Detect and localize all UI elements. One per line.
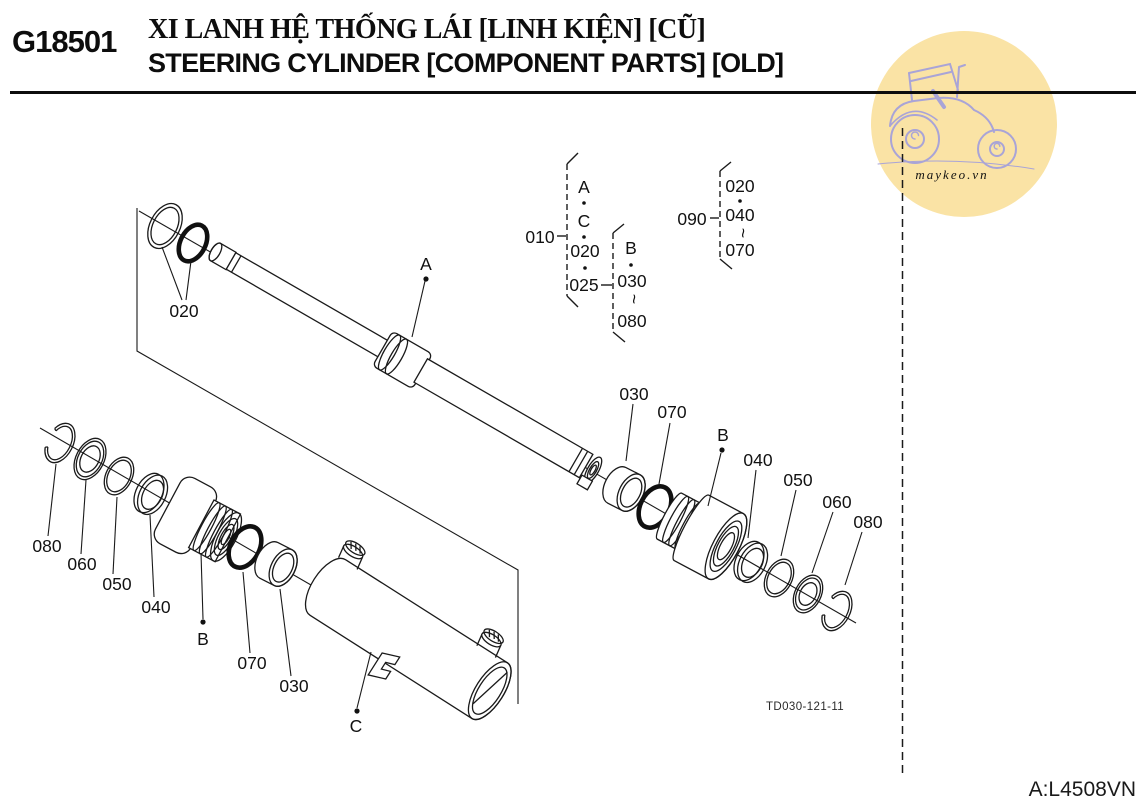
callout-group-090: 090 020 040 ~ 070 — [677, 161, 755, 270]
rod-end-tab — [576, 474, 594, 491]
seal-060-left — [73, 437, 107, 481]
callout-label-090: 090 — [677, 209, 706, 229]
o-ring-070-left — [226, 524, 264, 570]
ref-dot-A — [423, 276, 429, 282]
callout-label-010: 010 — [525, 227, 554, 247]
reference-plane-outline — [136, 208, 519, 704]
port-boss-1 — [337, 540, 366, 570]
page-title-vietnamese: XI LANH HỆ THỐNG LÁI [LINH KIỆN] [CŨ] — [148, 14, 706, 45]
drawing-ref: TD030-121-11 — [766, 701, 844, 713]
label-050-right: 050 — [783, 470, 812, 490]
label-050-left: 050 — [102, 574, 131, 594]
label-040-right: 040 — [743, 450, 772, 470]
snap-ring-080-left — [44, 422, 76, 464]
label-060-right: 060 — [822, 492, 851, 512]
label-060-left: 060 — [67, 554, 96, 574]
seal-060-right — [792, 574, 824, 614]
bushing-030-left — [254, 541, 298, 587]
callout-item: 020 — [725, 176, 754, 196]
watermark-logo: maykeo.vn — [871, 31, 1057, 217]
leader-lines — [47, 246, 863, 714]
tractor-icon — [877, 62, 1035, 170]
callout-item: 020 — [570, 241, 599, 261]
label-B-left: B — [197, 629, 209, 649]
callout-item: 040 — [725, 205, 754, 225]
label-030-right: 030 — [619, 384, 648, 404]
watermark-text: maykeo.vn — [915, 167, 988, 182]
label-030-left: 030 — [279, 676, 308, 696]
callout-item: A — [578, 177, 590, 197]
callout-group-025-sub: B 030 ~ 080 — [601, 223, 647, 343]
ref-dot-B-right — [719, 447, 725, 453]
snap-ring-080-right — [821, 590, 853, 632]
label-A: A — [420, 254, 432, 274]
label-C: C — [350, 716, 363, 736]
ref-dot-B-left — [200, 619, 206, 625]
callout-item: B — [625, 238, 637, 258]
cylinder-gland-right — [655, 492, 748, 581]
ring-050-left — [103, 456, 135, 496]
cylinder-gland-left — [153, 476, 243, 563]
port-boss-2 — [476, 628, 504, 658]
callout-item: 080 — [617, 311, 646, 331]
label-080-right: 080 — [853, 512, 882, 532]
header-rule — [10, 91, 1136, 94]
label-040-left: 040 — [141, 597, 170, 617]
page-title-english: STEERING CYLINDER [COMPONENT PARTS] [OLD… — [148, 48, 784, 78]
wiper-ring-020 — [147, 202, 183, 250]
ref-dot-C — [354, 708, 360, 714]
callout-item: 030 — [617, 271, 646, 291]
callout-range-tilde: ~ — [733, 228, 753, 238]
callout-item: 025 — [569, 275, 598, 295]
callout-item: 070 — [725, 240, 754, 260]
piston-rod — [208, 242, 603, 491]
callout-range-tilde: ~ — [624, 294, 644, 304]
ring-040-left — [133, 472, 169, 516]
page-code: A:L4508VN — [1028, 778, 1136, 801]
label-070-right: 070 — [657, 402, 686, 422]
label-070-left: 070 — [237, 653, 266, 673]
label-020-top: 020 — [169, 301, 198, 321]
group-code: G18501 — [12, 24, 117, 59]
label-080-left: 080 — [32, 536, 61, 556]
callout-item: C — [578, 211, 591, 231]
cylinder-barrel — [304, 540, 512, 721]
label-B-right: B — [717, 425, 729, 445]
part-labels: 020 A 030 070 B 040 050 060 080 080 060 … — [32, 254, 882, 736]
ring-040-right — [733, 540, 769, 584]
ring-050-right — [763, 558, 795, 598]
watermark-circle — [871, 31, 1057, 217]
callout-group-010: 010 A C 020 025 — [525, 152, 600, 308]
bushing-030-right — [602, 466, 646, 512]
o-ring-020 — [176, 222, 210, 264]
barrel-clamp — [367, 652, 401, 680]
